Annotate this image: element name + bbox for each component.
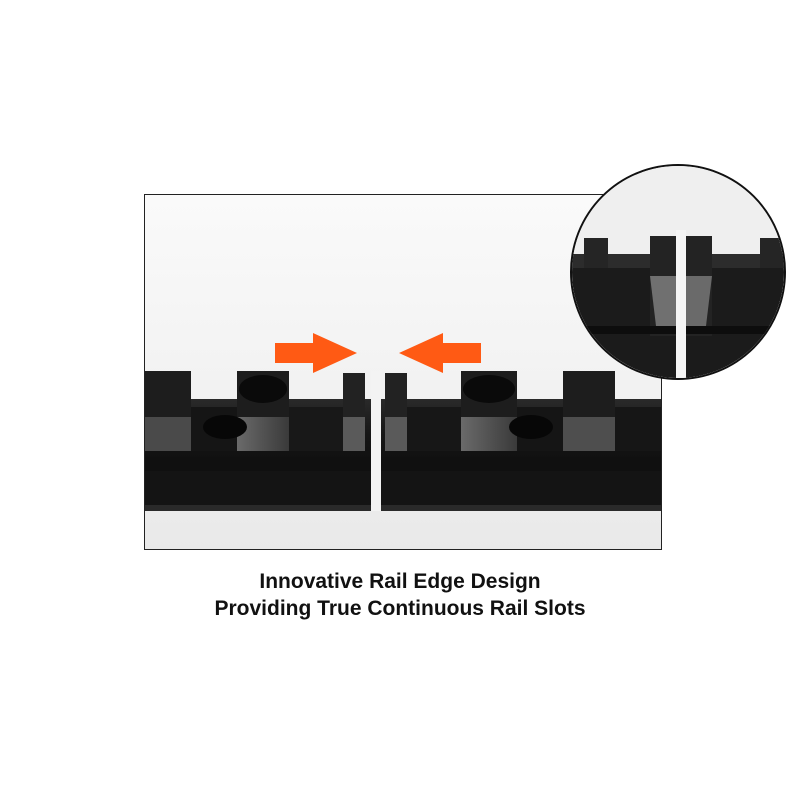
arrow-left-icon <box>399 333 481 373</box>
zoom-inset-detail <box>570 164 786 380</box>
caption: Innovative Rail Edge Design Providing Tr… <box>0 568 800 622</box>
right-rail-section <box>381 371 661 511</box>
zoom-inset-graphic <box>572 166 784 378</box>
caption-line-2: Providing True Continuous Rail Slots <box>214 597 586 620</box>
caption-line-1: Innovative Rail Edge Design <box>259 570 541 593</box>
left-rail-section <box>145 371 371 511</box>
arrow-right-icon <box>275 333 357 373</box>
rail-photo-graphic <box>145 195 661 549</box>
